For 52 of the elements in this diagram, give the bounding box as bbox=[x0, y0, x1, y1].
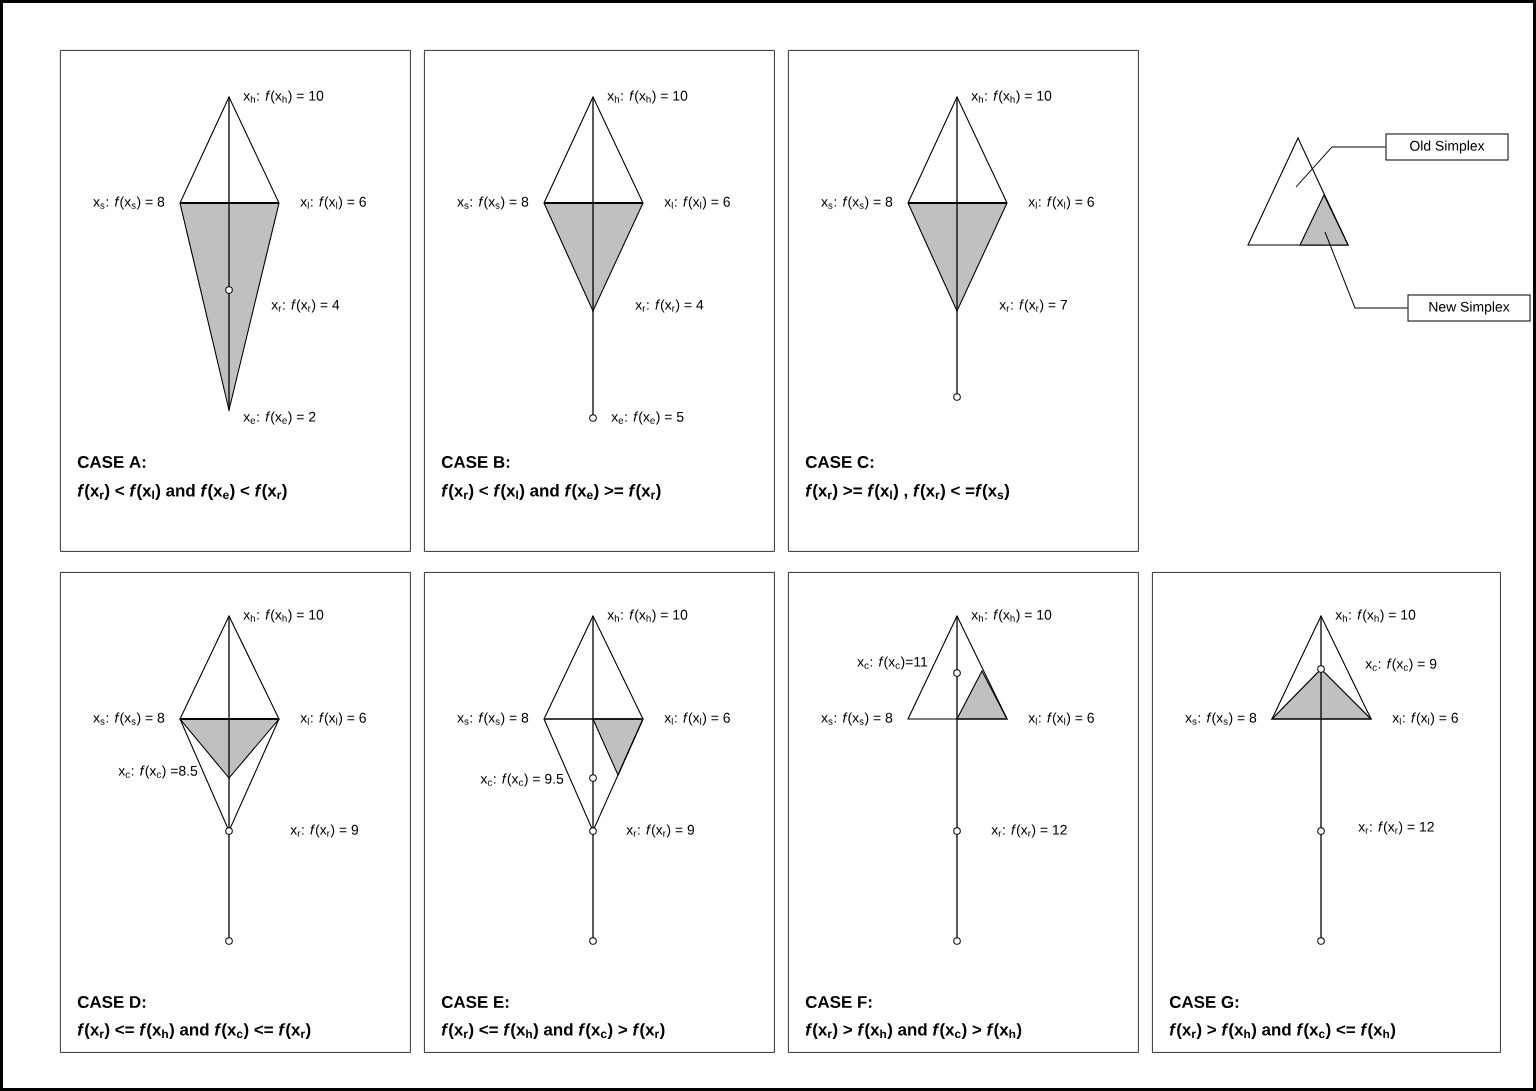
label-box: New Simplex bbox=[1407, 294, 1531, 322]
case-heading: CASE E: bbox=[441, 996, 509, 1008]
point-label: x$_{c}$: f(x$_{c}$) = 9 bbox=[1365, 658, 1437, 672]
point-label: x$_{l}$: f(x$_{l}$) = 6 bbox=[300, 712, 366, 726]
case-heading: CASE D: bbox=[77, 996, 146, 1008]
point-label: x$_{l}$: f(x$_{l}$) = 6 bbox=[1392, 712, 1458, 726]
point-label: x$_{e}$: f(x$_{e}$) = 2 bbox=[243, 411, 316, 425]
point-label: x$_{s}$: f(x$_{s}$) = 8 bbox=[821, 712, 893, 726]
point-label: x$_{h}$: f(x$_{h}$) = 10 bbox=[607, 609, 688, 623]
condition-text: f(x$_{r}$) > f(x$_{h}$) and f(x$_{c}$) <= f(x$_{h}$) bbox=[1169, 1023, 1396, 1039]
case-heading: CASE C: bbox=[805, 456, 874, 468]
point-label: x$_{s}$: f(x$_{s}$) = 8 bbox=[93, 712, 165, 726]
condition-text: f(x$_{r}$) <= f(x$_{h}$) and f(x$_{c}$) <= f(x$_{r}$) bbox=[77, 1023, 311, 1039]
label-box: Old Simplex bbox=[1385, 133, 1509, 161]
point-label: x$_{r}$: f(x$_{r}$) = 4 bbox=[271, 299, 340, 313]
case-heading: CASE A: bbox=[77, 456, 146, 468]
point-label: x$_{l}$: f(x$_{l}$) = 6 bbox=[1028, 712, 1094, 726]
condition-text: f(x$_{r}$) < f(x$_{l}$) and f(x$_{e}$) >= f(x$_{r}$) bbox=[441, 484, 661, 500]
point-label: x$_{l}$: f(x$_{l}$) = 6 bbox=[664, 196, 730, 210]
point-label: x$_{l}$: f(x$_{l}$) = 6 bbox=[1028, 196, 1094, 210]
point-label: x$_{l}$: f(x$_{l}$) = 6 bbox=[664, 712, 730, 726]
point-label: x$_{c}$: f(x$_{c}$) =8.5 bbox=[118, 765, 198, 779]
point-label: x$_{r}$: f(x$_{r}$) = 9 bbox=[626, 824, 695, 838]
condition-text: f(x$_{r}$) >= f(x$_{l}$) , f(x$_{r}$) < =f(x$_{s}$) bbox=[805, 484, 1009, 500]
point-label: x$_{l}$: f(x$_{l}$) = 6 bbox=[300, 196, 366, 210]
point-label: x$_{s}$: f(x$_{s}$) = 8 bbox=[821, 196, 893, 210]
point-label: x$_{r}$: f(x$_{r}$) = 7 bbox=[999, 299, 1067, 313]
point-label: x$_{h}$: f(x$_{h}$) = 10 bbox=[1335, 609, 1416, 623]
leader-line bbox=[1295, 146, 1386, 188]
point-label: x$_{c}$: f(x$_{c}$) = 9.5 bbox=[480, 773, 564, 787]
point-label: x$_{s}$: f(x$_{s}$) = 8 bbox=[1185, 712, 1257, 726]
point-label: x$_{h}$: f(x$_{h}$) = 10 bbox=[607, 90, 688, 104]
point-label: x$_{c}$: f(x$_{c}$)=11 bbox=[857, 656, 928, 670]
case-heading: CASE B: bbox=[441, 456, 510, 468]
case-heading: CASE G: bbox=[1169, 996, 1239, 1008]
point-label: x$_{r}$: f(x$_{r}$) = 12 bbox=[1358, 821, 1434, 835]
condition-text: f(x$_{r}$) < f(x$_{l}$) and f(x$_{e}$) < f(x$_{r}$) bbox=[77, 484, 287, 500]
leader-line bbox=[1324, 231, 1408, 309]
point-label: x$_{e}$: f(x$_{e}$) = 5 bbox=[611, 411, 684, 425]
point-label: x$_{h}$: f(x$_{h}$) = 10 bbox=[971, 609, 1052, 623]
point-label: x$_{h}$: f(x$_{h}$) = 10 bbox=[243, 609, 324, 623]
condition-text: f(x$_{r}$) > f(x$_{h}$) and f(x$_{c}$) > f(x$_{h}$) bbox=[805, 1023, 1022, 1039]
point-label: x$_{h}$: f(x$_{h}$) = 10 bbox=[971, 90, 1052, 104]
point-label: x$_{s}$: f(x$_{s}$) = 8 bbox=[457, 196, 529, 210]
case-heading: CASE F: bbox=[805, 996, 872, 1008]
point-label: x$_{r}$: f(x$_{r}$) = 12 bbox=[991, 824, 1067, 838]
point-label: x$_{r}$: f(x$_{r}$) = 9 bbox=[290, 824, 359, 838]
point-label: x$_{h}$: f(x$_{h}$) = 10 bbox=[243, 90, 324, 104]
point-label: x$_{s}$: f(x$_{s}$) = 8 bbox=[93, 196, 165, 210]
point-label: x$_{s}$: f(x$_{s}$) = 8 bbox=[457, 712, 529, 726]
point-label: x$_{r}$: f(x$_{r}$) = 4 bbox=[635, 299, 704, 313]
condition-text: f(x$_{r}$) <= f(x$_{h}$) and f(x$_{c}$) > f(x$_{r}$) bbox=[441, 1023, 665, 1039]
